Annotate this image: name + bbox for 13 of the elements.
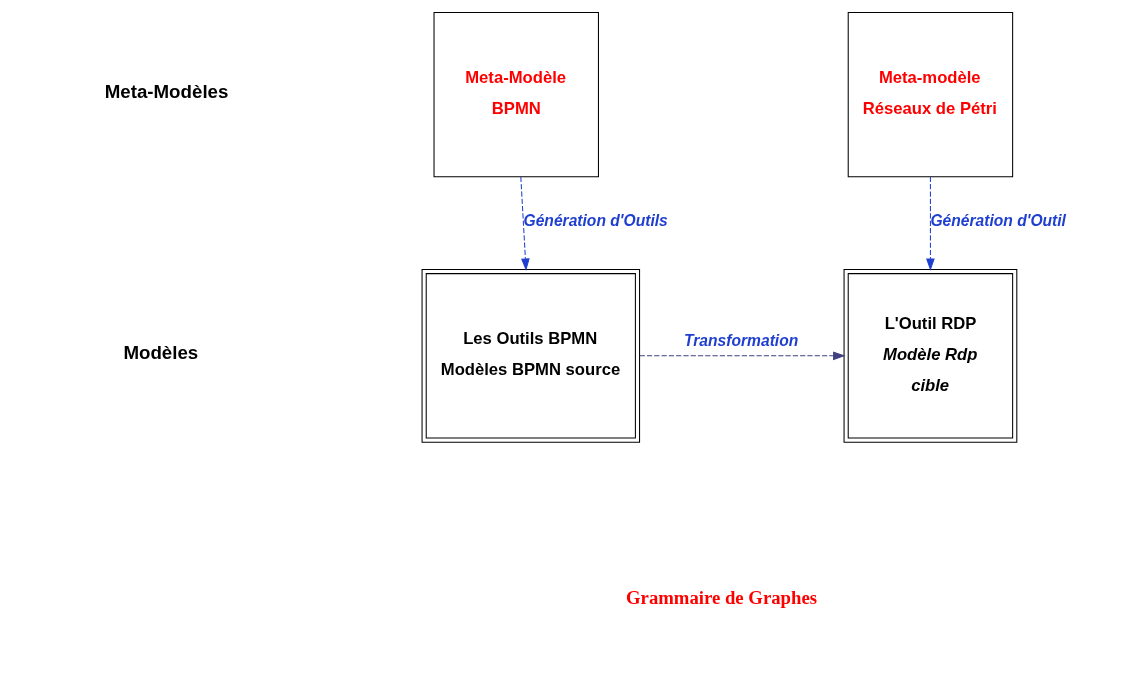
node-box: L'Outil RDP Modèle Rdp cible <box>843 268 1017 443</box>
label: Meta-Modèles <box>104 81 228 103</box>
node-box: Les Outils BPMN Modèles BPMN source <box>421 268 640 443</box>
arrow <box>519 176 530 271</box>
edge-label: Génération d'Outils <box>523 211 668 229</box>
node-box: Meta-modèle Réseaux de Pétri <box>847 11 1013 178</box>
arrow <box>925 176 935 271</box>
edge-label: Transformation <box>683 332 798 350</box>
edge-label: Génération d'Outil <box>929 211 1066 229</box>
arrow <box>638 351 846 361</box>
label: Modèles <box>122 342 198 364</box>
label: Grammaire de Graphes <box>625 586 817 608</box>
node-box: Meta-Modèle BPMN <box>433 11 599 178</box>
